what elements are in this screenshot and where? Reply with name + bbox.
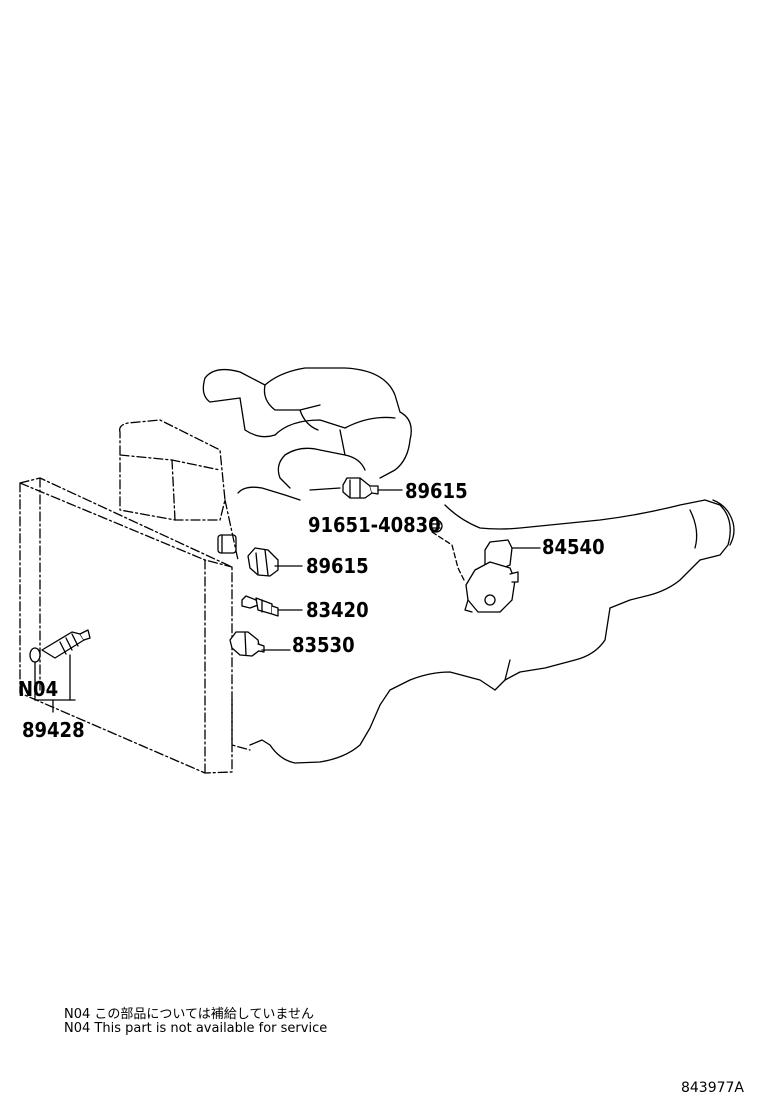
- label-89615-mid: 89615: [306, 554, 369, 578]
- label-83530: 83530: [292, 633, 355, 657]
- sensor-89615-mid-icon: [247, 547, 279, 577]
- label-n04: N04: [18, 677, 58, 701]
- leader-91651: [431, 531, 465, 581]
- service-note-japanese: N04 この部品については補給していません: [64, 1007, 314, 1022]
- engine-boss: [217, 534, 237, 554]
- label-83420: 83420: [306, 598, 369, 622]
- service-note-english: N04 This part is not available for servi…: [64, 1021, 328, 1036]
- label-91651-40830: 91651-40830: [308, 513, 441, 537]
- sensor-83530-icon: [229, 631, 265, 657]
- sensor-83420-icon: [241, 595, 279, 617]
- label-84540: 84540: [542, 535, 605, 559]
- transmission-outline: [249, 499, 735, 764]
- leader-lines: [34, 489, 541, 713]
- sensor-89428-icon: [41, 629, 91, 659]
- label-89428: 89428: [22, 718, 85, 742]
- intake-manifold: [202, 367, 412, 501]
- engine-block-outline: [119, 419, 251, 751]
- switch-84540-icon: [464, 539, 519, 613]
- figure-id: 843977A: [680, 1080, 744, 1096]
- bolt-91651-icon: [429, 519, 443, 533]
- o-ring-n04-icon: [29, 647, 41, 663]
- sensor-89615-top-icon: [342, 477, 379, 499]
- label-89615-top: 89615: [405, 479, 468, 503]
